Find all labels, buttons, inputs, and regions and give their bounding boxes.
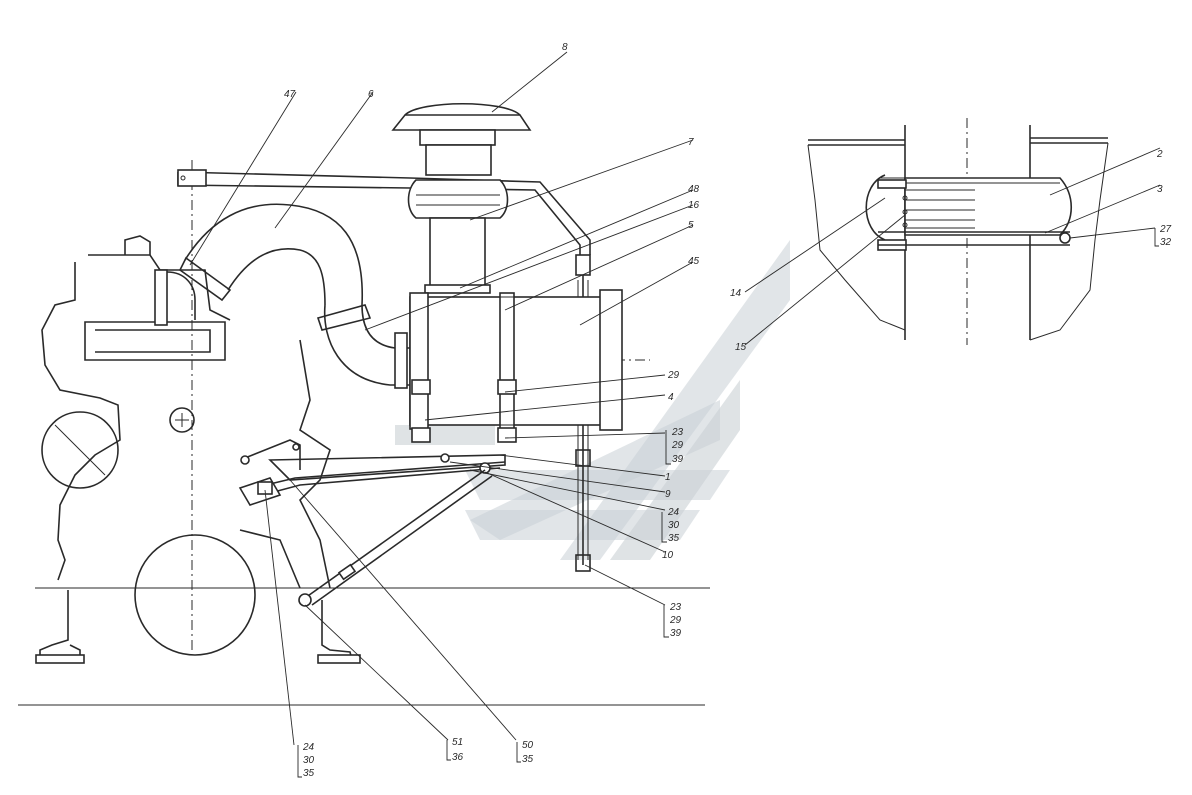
coupling-detail-view <box>807 118 1109 345</box>
callout-30-b: 30 <box>303 755 315 766</box>
callout-6: 6 <box>368 89 374 100</box>
callout-8: 8 <box>562 42 568 53</box>
callout-36: 36 <box>452 752 464 763</box>
callout-leaders <box>189 51 1161 746</box>
callout-24-b: 24 <box>302 742 315 753</box>
callout-51: 51 <box>452 737 463 748</box>
callout-group-brackets <box>297 228 1159 778</box>
callout-35-b: 35 <box>303 768 315 779</box>
callout-45: 45 <box>688 256 700 267</box>
callout-39-a: 39 <box>672 454 684 465</box>
callout-15: 15 <box>735 342 747 353</box>
engine-block <box>41 235 331 656</box>
callout-14: 14 <box>730 288 742 299</box>
callout-23-a: 23 <box>671 427 684 438</box>
callout-29-b: 29 <box>671 440 684 451</box>
engine-mount-left <box>35 590 85 664</box>
callout-50: 50 <box>522 740 534 751</box>
callout-1: 1 <box>665 472 671 483</box>
callout-labels: 47 6 8 7 48 16 5 45 29 4 23 29 39 1 9 24… <box>284 42 1172 779</box>
callout-16: 16 <box>688 200 700 211</box>
callout-24-a: 24 <box>667 507 680 518</box>
callout-29-c: 29 <box>669 615 682 626</box>
callout-23-b: 23 <box>669 602 682 613</box>
upper-support-bracket <box>177 169 591 255</box>
callout-5: 5 <box>688 220 694 231</box>
callout-9: 9 <box>665 489 671 500</box>
reference-lines <box>18 160 710 706</box>
callout-27: 27 <box>1159 224 1172 235</box>
callout-7: 7 <box>688 137 694 148</box>
callout-4: 4 <box>668 392 674 403</box>
callout-47: 47 <box>284 89 296 100</box>
engine-mount-right <box>317 600 361 664</box>
filter-housing <box>409 289 623 443</box>
callout-39-b: 39 <box>670 628 682 639</box>
callout-29-a: 29 <box>667 370 680 381</box>
callout-32: 32 <box>1160 237 1172 248</box>
callout-10: 10 <box>662 550 674 561</box>
callout-48: 48 <box>688 184 700 195</box>
intake-hose <box>178 203 410 389</box>
callout-2: 2 <box>1156 149 1163 160</box>
callout-35-a: 35 <box>668 533 680 544</box>
callout-3: 3 <box>1157 184 1163 195</box>
lower-support-frame <box>238 439 506 607</box>
callout-30-a: 30 <box>668 520 680 531</box>
callout-35-c: 35 <box>522 754 534 765</box>
air-cleaner-stack <box>391 102 532 294</box>
turbo-inlet-bend <box>154 269 196 326</box>
